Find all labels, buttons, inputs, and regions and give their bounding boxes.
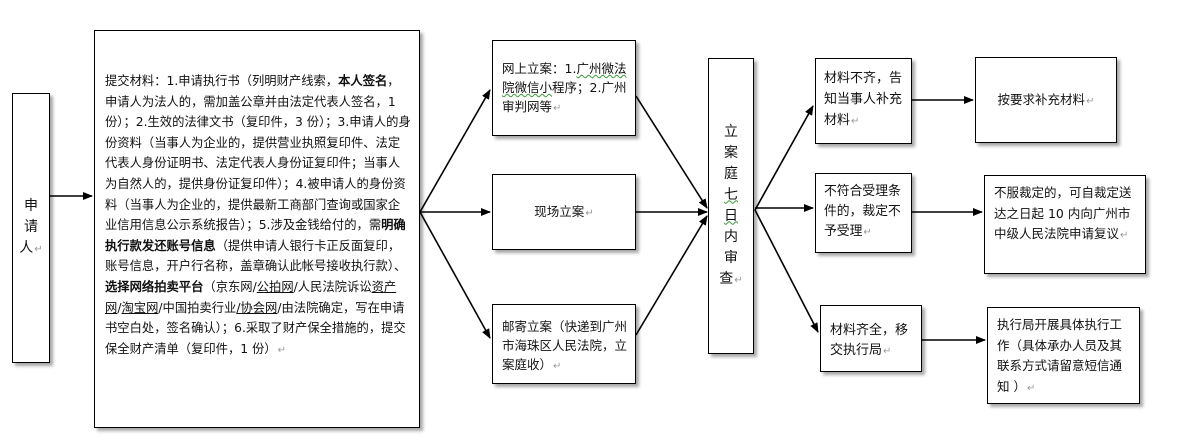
incomplete-materials-box: 材料不齐，告知当事人补充材料↵ <box>815 58 912 144</box>
review-char-1: 立 <box>724 123 738 140</box>
materials-item-5a: 5.涉及金钱给付的，需 <box>258 218 382 233</box>
arrow-review-to-incomplete <box>754 105 814 211</box>
applicant-box: 申 请 人↵ <box>12 93 50 363</box>
review-char-5: 日 <box>724 207 738 224</box>
execute-text: 执行局开展具体执行工作（具体承办人员及其联系方式请留意短信通知 ） <box>997 317 1123 394</box>
materials-intro: 提交材料： <box>105 74 167 88</box>
materials-box: 提交材料：1.申请执行书（列明财产线索，本人签名，申请人为法人的，需加盖公章并由… <box>94 30 420 428</box>
paragraph-mark: ↵ <box>277 344 286 356</box>
review-char-4: 七 <box>724 186 738 203</box>
arrow-mail-to-review <box>635 215 708 336</box>
materials-item-1-bold: 本人签名 <box>338 74 388 88</box>
arrow-review-to-complete <box>754 209 819 333</box>
materials-item-5b: （提供申请人银行卡正反面复印，账号信息，开户行名称，盖章确认此帐号接收执行款）、 <box>105 238 407 274</box>
online-filing-link: 广州微法院微信小 <box>502 61 627 95</box>
auction-text-d: /中国拍卖行业 <box>158 300 237 315</box>
review-char-6: 内 <box>724 228 738 245</box>
materials-item-3: 3.申请人的身份资料（当事人为企业的，提供营业执照复印件、法定代表人身份证明书、… <box>105 115 411 191</box>
mail-filing-box: 邮寄立案（快递到广州市海珠区人民法院，立案庭收）↵ <box>492 304 636 384</box>
complete-materials-box: 材料齐全，移交执行局↵ <box>820 305 922 372</box>
supplement-box: 按要求补充材料↵ <box>975 57 1117 143</box>
review-char-3: 庭 <box>724 165 738 182</box>
paragraph-mark: ↵ <box>585 207 594 219</box>
reject-box: 不符合受理条件的，裁定不予受理↵ <box>815 173 912 253</box>
paragraph-mark: ↵ <box>883 346 892 357</box>
auction-xiehui: /协会网 <box>236 300 278 315</box>
onsite-filing-box: 现场立案↵ <box>492 174 636 250</box>
materials-item-1a: 1.申请执行书（列明财产线索， <box>166 74 339 88</box>
paragraph-mark: ↵ <box>34 244 43 255</box>
auction-taobao: 淘宝网 <box>121 300 159 315</box>
paragraph-mark: ↵ <box>553 103 562 114</box>
review-box: 立 案 庭 七 日 内 审 查↵ <box>708 58 754 354</box>
auction-text-c: / <box>117 300 122 315</box>
online-filing-text-b: 程序；2.广州审判网等 <box>502 80 627 114</box>
onsite-filing-text: 现场立案 <box>534 203 585 219</box>
materials-item-5-bold: 明确执行款发还账号信息 <box>105 218 406 253</box>
online-filing-text-a: 网上立案：1. <box>502 61 577 76</box>
execute-box: 执行局开展具体执行工作（具体承办人员及其联系方式请留意短信通知 ）↵ <box>987 307 1140 404</box>
arrow-materials-to-online <box>419 89 491 213</box>
paragraph-mark: ↵ <box>553 361 562 372</box>
applicant-char-2: 请 <box>24 219 38 235</box>
arrow-materials-to-mail <box>419 211 491 339</box>
online-filing-box: 网上立案：1.广州微法院微信小程序；2.广州审判网等↵ <box>492 40 636 136</box>
materials-item-1b: ，申请人为法人的，需加盖公章并由法定代表人签名，1 份）； <box>105 74 400 130</box>
appeal-text: 不服裁定的，可自裁定送达之日起 10 内向广州市中级人民法院申请复议 <box>994 185 1132 241</box>
auction-text-e: /由法院确定，写在申请书空白处，签名确认）； <box>105 300 405 336</box>
auction-platform-bold: 选择网络拍卖平台 <box>105 279 204 294</box>
paragraph-mark: ↵ <box>851 116 860 127</box>
supplement-text: 按要求补充材料 <box>997 91 1086 107</box>
review-char-8: 查↵ <box>719 270 743 287</box>
review-char-2: 案 <box>724 144 738 161</box>
auction-zichan: 资产网 <box>105 279 397 315</box>
incomplete-materials-text: 材料不齐，告知当事人补充材料 <box>824 71 903 128</box>
auction-text-a: （京东网/ <box>203 279 257 294</box>
review-char-7: 审 <box>724 249 738 266</box>
materials-item-4: 4.被申请人的身份资料（当事人为企业的，提供最新工商部门查询或国家企业信用信息公… <box>105 176 406 233</box>
paragraph-mark: ↵ <box>1120 230 1129 241</box>
applicant-char-1: 申 <box>24 198 38 214</box>
paragraph-mark: ↵ <box>1026 382 1036 394</box>
paragraph-mark: ↵ <box>863 227 872 238</box>
applicant-char-3: 人↵ <box>19 240 43 256</box>
reject-text: 不符合受理条件的，裁定不予受理 <box>824 184 901 239</box>
materials-item-2: 2.生效的法律文书（复印件，3 份）； <box>135 115 338 130</box>
arrow-online-to-review <box>635 95 708 209</box>
materials-item-6: 6.采取了财产保全措施的，提交保全财产清单（复印件，1 份） <box>105 321 406 356</box>
auction-gongpai: 公拍网 <box>256 279 294 294</box>
complete-materials-text: 材料齐全，移交执行局 <box>830 323 909 358</box>
paragraph-mark: ↵ <box>734 274 743 286</box>
mail-filing-text: 邮寄立案（快递到广州市海珠区人民法院，立案庭收） <box>502 319 628 372</box>
paragraph-mark: ↵ <box>1086 95 1095 107</box>
auction-text-b: /人民法院诉讼 <box>293 279 372 294</box>
appeal-box: 不服裁定的，可自裁定送达之日起 10 内向广州市中级人民法院申请复议↵ <box>984 175 1146 274</box>
